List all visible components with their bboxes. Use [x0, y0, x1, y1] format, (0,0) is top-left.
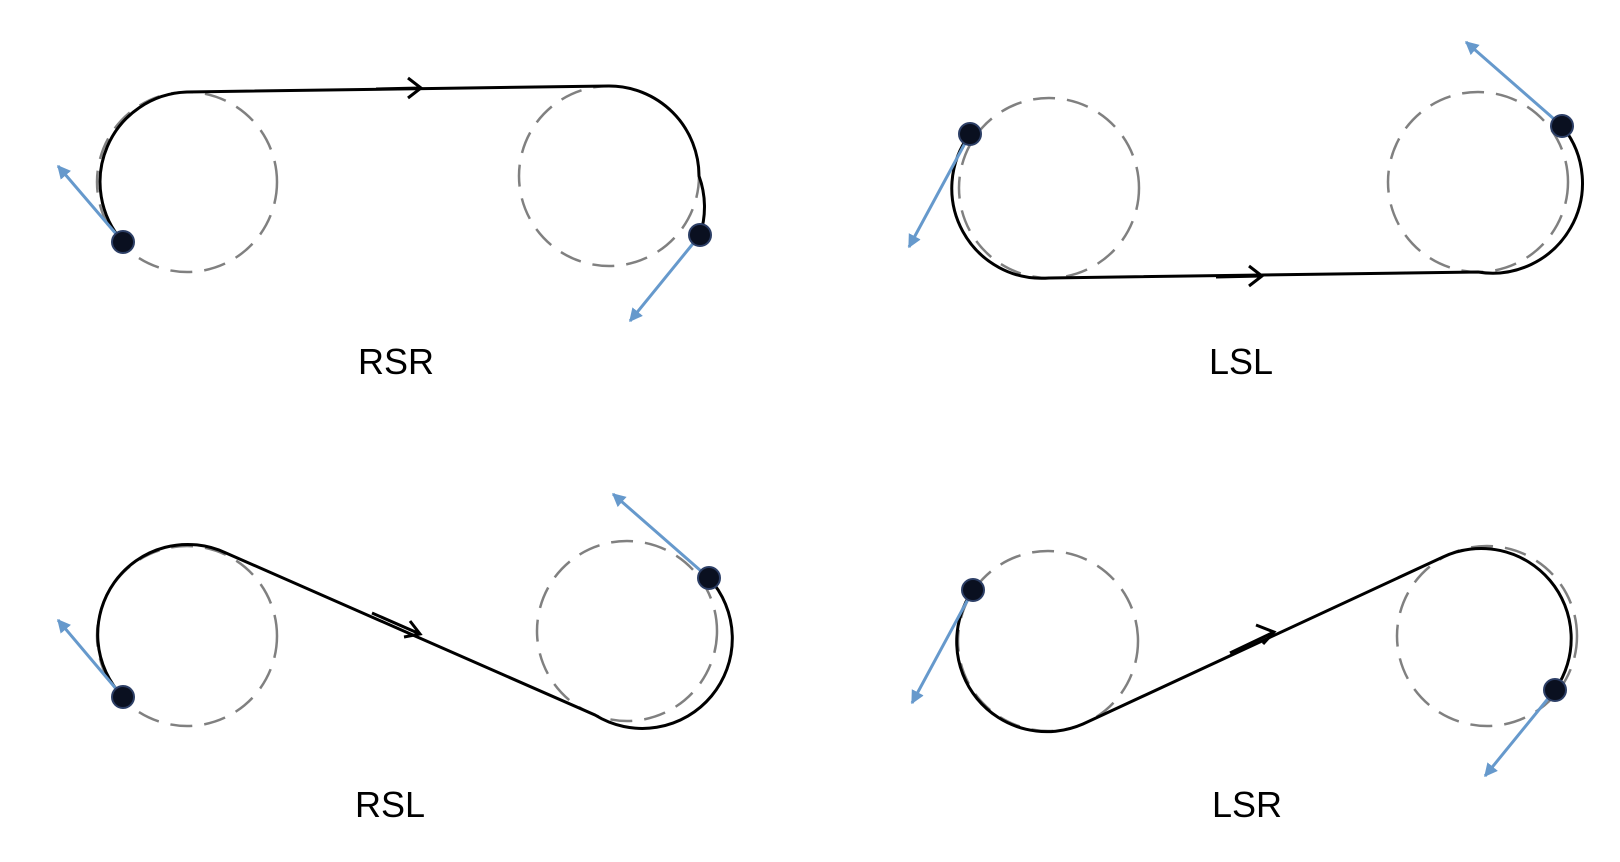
- start-heading-arrow-icon: [907, 133, 972, 249]
- dubins-path: [98, 84, 706, 243]
- end-point-icon: [697, 566, 721, 590]
- dubins-path: [96, 542, 734, 730]
- start-point-icon: [111, 230, 135, 254]
- panel-label-lsr: LSR: [1212, 784, 1282, 825]
- panel-label-lsl: LSL: [1209, 341, 1273, 382]
- panel-label-rsl: RSL: [355, 784, 425, 825]
- direction-arrow-icon: [1229, 623, 1277, 655]
- end-point-icon: [1550, 114, 1574, 138]
- start-heading-arrow-icon: [910, 589, 975, 705]
- end-turn-circle: [1395, 544, 1579, 728]
- dubins-path: [950, 125, 1584, 280]
- panel-rsr: RSR: [56, 76, 712, 382]
- start-turn-circle: [956, 549, 1140, 733]
- end-turn-circle: [1386, 90, 1570, 274]
- start-point-icon: [958, 122, 982, 146]
- start-turn-circle: [957, 96, 1141, 280]
- direction-arrow-icon: [371, 611, 423, 639]
- start-point-icon: [961, 578, 985, 602]
- start-heading-arrow-icon: [56, 618, 125, 698]
- panel-rsl: RSL: [56, 492, 734, 825]
- end-heading-arrow-icon: [611, 492, 710, 580]
- direction-arrow-icon: [1215, 264, 1265, 288]
- end-point-icon: [688, 223, 712, 247]
- start-heading-arrow-icon: [56, 164, 125, 243]
- start-point-icon: [111, 685, 135, 709]
- end-heading-arrow-icon: [628, 234, 702, 323]
- panel-lsl: LSL: [907, 40, 1584, 382]
- panel-label-rsr: RSR: [358, 341, 434, 382]
- end-heading-arrow-icon: [1464, 40, 1563, 128]
- direction-arrow-icon: [375, 76, 424, 100]
- end-turn-circle: [535, 539, 719, 723]
- dubins-path: [955, 546, 1573, 734]
- end-point-icon: [1543, 678, 1567, 702]
- panel-lsr: LSR: [910, 544, 1579, 825]
- end-heading-arrow-icon: [1483, 689, 1557, 778]
